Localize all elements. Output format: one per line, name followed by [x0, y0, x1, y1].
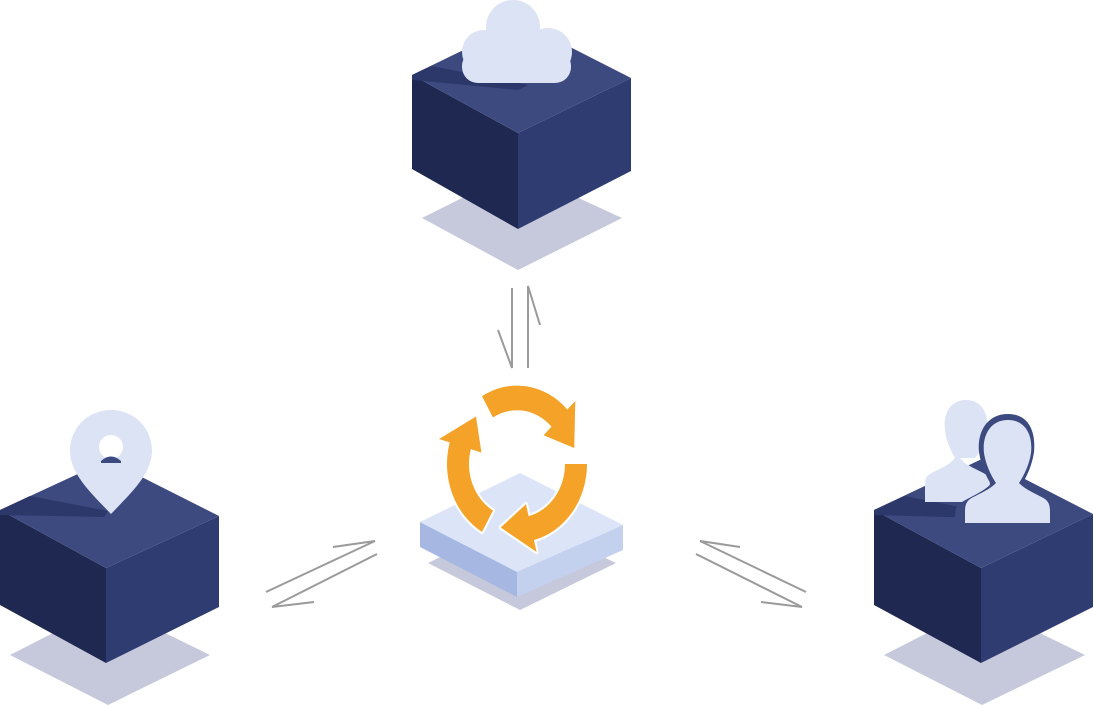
sync-node	[420, 383, 623, 610]
location-pin-icon	[70, 410, 152, 514]
connector-location-sync-lower-arrow	[271, 553, 378, 608]
sync-arrow-segment-2	[498, 461, 589, 555]
connector-users-sync-lower-arrow	[695, 553, 803, 608]
sync-arrows-icon	[437, 383, 589, 555]
connector-location-sync-upper-arrow	[265, 540, 376, 593]
sync-arrow-segment-3	[437, 414, 495, 535]
location-node-right-face	[106, 516, 219, 663]
cloud-node-right-face	[518, 78, 631, 229]
connector-cloud-sync-up-arrow	[527, 285, 541, 368]
connector-users-sync	[695, 540, 807, 608]
users-icon	[925, 400, 1058, 528]
location-node-top-stripe	[0, 496, 108, 517]
location-node-top-face	[0, 460, 219, 568]
sync-arrow-segment-1	[480, 383, 578, 451]
sync-platform-right-face	[517, 525, 623, 597]
connector-cloud-sync	[497, 285, 541, 369]
connector-location-sync	[265, 540, 378, 608]
users-node	[874, 400, 1093, 705]
users-node-left-face	[874, 510, 981, 663]
sync-platform-left-face	[420, 522, 517, 597]
cloud-icon	[462, 0, 572, 83]
cloud-node-left-face	[412, 75, 518, 229]
users-node-right-face	[981, 514, 1093, 663]
connector-cloud-sync-down-arrow	[497, 288, 513, 369]
location-node-left-face	[0, 510, 106, 663]
connector-users-sync-upper-arrow	[699, 540, 807, 593]
cloud-node	[412, 0, 631, 270]
location-node	[0, 410, 219, 705]
